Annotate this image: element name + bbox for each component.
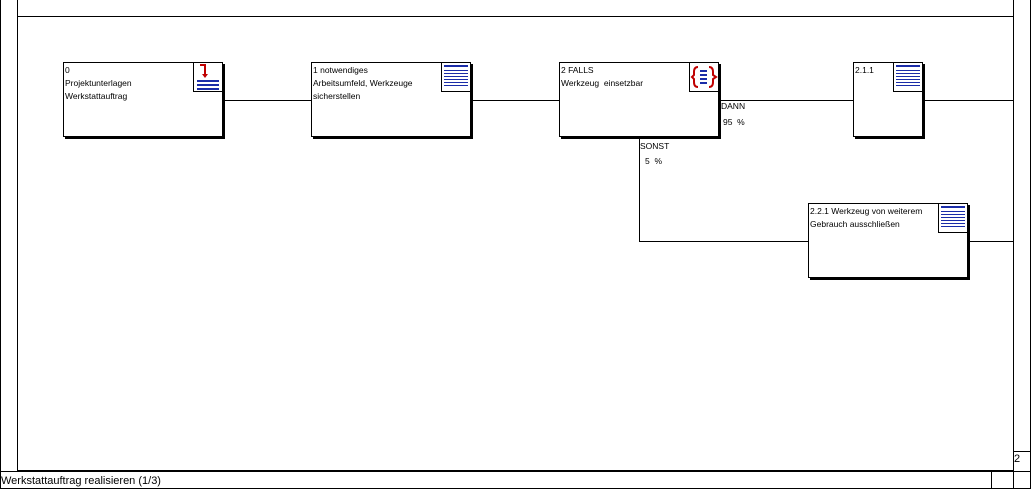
return-arrow-list-icon bbox=[193, 62, 223, 92]
decision-node-2[interactable]: 2 FALLS Werkzeug einsetzbar bbox=[559, 62, 719, 137]
page-number: 2 bbox=[1014, 453, 1021, 465]
then-percentage: 95 % bbox=[723, 117, 745, 127]
footer-divider-1 bbox=[991, 471, 992, 489]
frame-bottom-inner bbox=[17, 470, 1014, 471]
connector-else-vertical bbox=[639, 137, 640, 241]
frame-left-outer bbox=[0, 0, 1, 489]
condition-bracket-icon bbox=[689, 62, 719, 92]
node-label: 1 notwendiges Arbeitsumfeld, Werkzeuge s… bbox=[313, 65, 413, 101]
document-lines-icon bbox=[441, 62, 471, 92]
connector-1-2 bbox=[471, 100, 559, 101]
page-box-top bbox=[1013, 451, 1031, 452]
footer-divider-2 bbox=[1013, 471, 1014, 489]
frame-right-inner bbox=[1013, 0, 1014, 471]
footer-top-line bbox=[0, 471, 1031, 472]
connector-211-out bbox=[923, 100, 1013, 101]
else-percentage: 5 % bbox=[645, 156, 663, 166]
process-node-0[interactable]: 0 Projektunterlagen Werkstattauftrag bbox=[63, 62, 223, 137]
process-node-1[interactable]: 1 notwendiges Arbeitsumfeld, Werkzeuge s… bbox=[311, 62, 471, 137]
document-lines-icon bbox=[938, 203, 968, 233]
connector-0-1 bbox=[223, 100, 311, 101]
connector-else-horizontal bbox=[639, 241, 808, 242]
frame-left-inner bbox=[17, 0, 18, 471]
footer-title: Werkstattauftrag realisieren (1/3) bbox=[1, 475, 161, 487]
node-label: 0 Projektunterlagen Werkstattauftrag bbox=[65, 65, 132, 101]
connector-2-211 bbox=[719, 100, 853, 101]
else-label: SONST bbox=[640, 141, 670, 151]
document-lines-icon bbox=[893, 62, 923, 92]
connector-221-out bbox=[968, 241, 1013, 242]
frame-top-line bbox=[17, 16, 1014, 17]
node-label: 2.1.1 bbox=[855, 65, 874, 75]
node-label: 2.2.1 Werkzeug von weiterem Gebrauch aus… bbox=[810, 206, 923, 229]
process-node-2-1-1[interactable]: 2.1.1 bbox=[853, 62, 923, 137]
node-label: 2 FALLS Werkzeug einsetzbar bbox=[561, 65, 644, 88]
process-node-2-2-1[interactable]: 2.2.1 Werkzeug von weiterem Gebrauch aus… bbox=[808, 203, 968, 278]
then-label: DANN bbox=[721, 101, 746, 111]
